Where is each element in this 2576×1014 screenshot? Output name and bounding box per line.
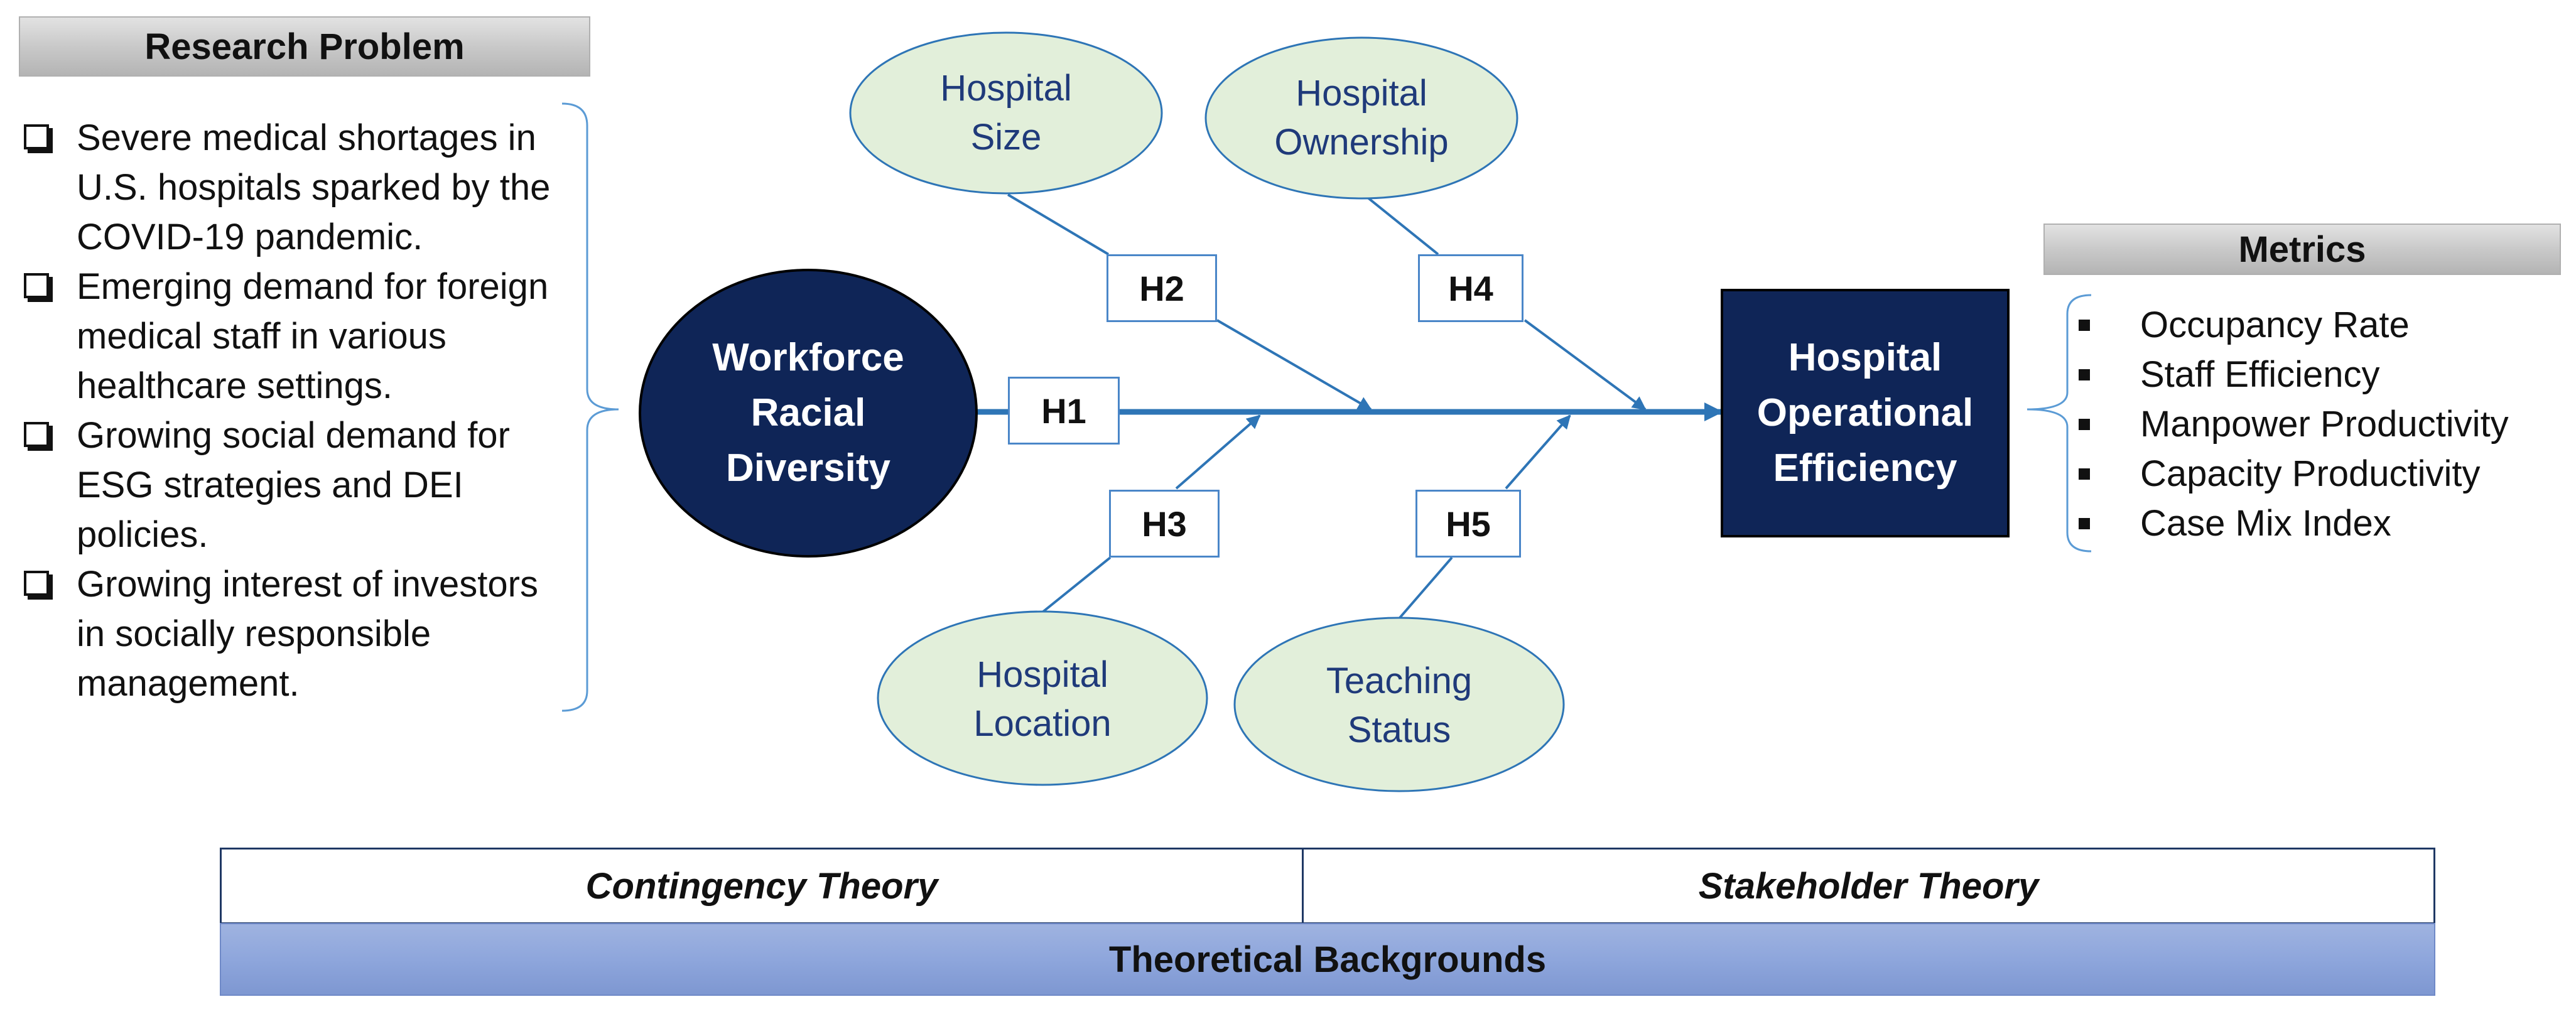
metric-text: Staff Efficiency xyxy=(2140,354,2380,395)
list-item-text: Growing interest of investors in sociall… xyxy=(77,564,538,704)
hospital-location-node xyxy=(877,610,1208,786)
h2-connector-upper xyxy=(1007,193,1110,256)
hypothesis-h4: H4 xyxy=(1418,254,1523,322)
metric-text: Manpower Productivity xyxy=(2140,404,2509,445)
research-bracket xyxy=(561,102,619,712)
checkbox-icon xyxy=(24,273,49,298)
h5-connector-lower xyxy=(1398,556,1453,620)
hypothesis-h5: H5 xyxy=(1415,490,1521,558)
hypothesis-label: H5 xyxy=(1446,504,1491,544)
research-problem-list: Severe medical shortages in U.S. hospita… xyxy=(24,113,564,708)
hospital-ownership-label: Hospital Ownership xyxy=(1222,63,1501,173)
list-item: Severe medical shortages in U.S. hospita… xyxy=(24,113,564,262)
moderator-text: Teaching Status xyxy=(1326,661,1473,750)
moderator-text: Hospital Size xyxy=(940,68,1072,158)
teaching-status-label: Teaching Status xyxy=(1255,650,1544,761)
theoretical-backgrounds-bar: Theoretical Backgrounds xyxy=(220,923,2435,996)
hospital-size-node xyxy=(849,31,1163,195)
research-problem-header: Research Problem xyxy=(19,16,590,77)
list-item: Occupancy Rate xyxy=(2079,300,2568,350)
h5-connector-upper xyxy=(1505,414,1571,490)
square-bullet-icon xyxy=(2079,319,2090,331)
metric-text: Occupancy Rate xyxy=(2140,305,2410,345)
list-item: Growing social demand for ESG strategies… xyxy=(24,411,564,559)
teaching-status-node xyxy=(1233,617,1565,792)
operational-efficiency-node xyxy=(1721,289,2010,537)
h3-connector-upper xyxy=(1175,414,1261,490)
hospital-location-label: Hospital Location xyxy=(898,644,1187,755)
metrics-title: Metrics xyxy=(2238,229,2366,270)
square-bullet-icon xyxy=(2079,418,2090,430)
hypothesis-label: H3 xyxy=(1142,504,1187,544)
contingency-theory-cell: Contingency Theory xyxy=(220,848,1304,924)
metric-text: Case Mix Index xyxy=(2140,503,2391,544)
square-bullet-icon xyxy=(2079,517,2090,529)
list-item-text: Growing social demand for ESG strategies… xyxy=(77,415,510,555)
metrics-header: Metrics xyxy=(2043,224,2561,275)
checkbox-icon xyxy=(24,124,49,149)
moderator-text: Hospital Ownership xyxy=(1274,73,1449,163)
hypothesis-h2: H2 xyxy=(1107,254,1217,322)
target-text: Hospital Operational Efficiency xyxy=(1756,336,1974,490)
stakeholder-theory-cell: Stakeholder Theory xyxy=(1302,848,2435,924)
metric-text: Capacity Productivity xyxy=(2140,453,2481,494)
hospital-ownership-node xyxy=(1204,36,1518,200)
list-item: Staff Efficiency xyxy=(2079,350,2568,399)
hypothesis-h3: H3 xyxy=(1109,490,1220,558)
h4-connector-upper xyxy=(1363,193,1439,256)
theory-footer-text: Theoretical Backgrounds xyxy=(1108,939,1547,980)
h3-connector-lower xyxy=(1041,556,1112,613)
moderator-text: Hospital Location xyxy=(973,654,1112,744)
list-item: Capacity Productivity xyxy=(2079,449,2568,499)
list-item: Growing interest of investors in sociall… xyxy=(24,559,564,708)
workforce-diversity-label: Workforce Racial Diversity xyxy=(653,326,963,500)
metrics-bracket xyxy=(2027,294,2092,553)
hypothesis-h1: H1 xyxy=(1008,377,1120,445)
source-text: Workforce Racial Diversity xyxy=(712,336,904,490)
list-item-text: Emerging demand for foreign medical staf… xyxy=(77,266,549,406)
metrics-list: Occupancy Rate Staff Efficiency Manpower… xyxy=(2079,300,2568,548)
research-problem-title: Research Problem xyxy=(144,26,465,67)
hospital-size-label: Hospital Size xyxy=(867,58,1145,168)
hypothesis-label: H1 xyxy=(1041,391,1086,431)
list-item: Case Mix Index xyxy=(2079,499,2568,548)
h4-connector-lower xyxy=(1523,319,1647,411)
checkbox-icon xyxy=(24,571,49,596)
hypothesis-label: H4 xyxy=(1448,268,1493,308)
list-item: Emerging demand for foreign medical staf… xyxy=(24,262,564,411)
workforce-diversity-node xyxy=(639,269,978,558)
list-item: Manpower Productivity xyxy=(2079,399,2568,449)
theory-text: Stakeholder Theory xyxy=(1698,865,2039,907)
square-bullet-icon xyxy=(2079,468,2090,480)
checkbox-icon xyxy=(24,422,49,447)
theory-text: Contingency Theory xyxy=(585,865,938,907)
h2-connector-lower xyxy=(1216,319,1372,411)
operational-efficiency-label: Hospital Operational Efficiency xyxy=(1722,290,2008,536)
list-item-text: Severe medical shortages in U.S. hospita… xyxy=(77,117,551,257)
hypothesis-label: H2 xyxy=(1139,268,1184,308)
square-bullet-icon xyxy=(2079,369,2090,380)
